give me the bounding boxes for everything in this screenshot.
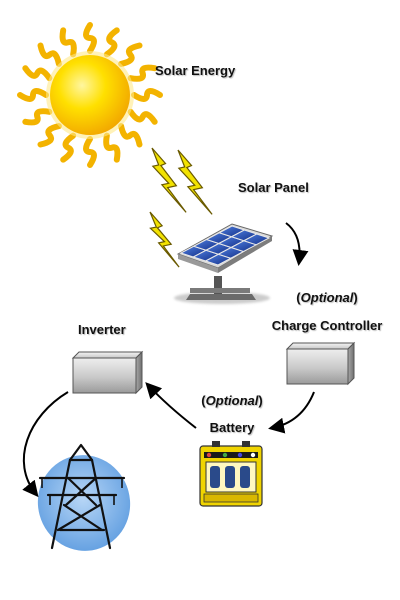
lightning-bolt-icon (149, 147, 213, 268)
arrow-battery-to-inverter (145, 382, 197, 429)
arrow-controller-to-battery (268, 391, 315, 434)
sun-core (50, 55, 130, 135)
solar-panel-icon (174, 223, 274, 304)
sun-ray (127, 108, 158, 125)
arrow-panel-to-controller (285, 222, 309, 266)
sun-ray (37, 42, 62, 67)
sun-ray (37, 123, 62, 148)
battery-icon (199, 441, 263, 507)
panel-cell (242, 233, 271, 246)
label-solar-energy: Solar Energy (155, 63, 236, 78)
label-optional-charge-controller: (Optional) (296, 290, 357, 305)
inverter-box (71, 350, 144, 395)
sun-ray (59, 27, 77, 58)
sun-ray (83, 22, 97, 54)
flow-arrows (22, 222, 315, 498)
arrow-inverter-to-grid (22, 391, 69, 498)
sun-ray (22, 65, 53, 82)
sun-ray (83, 136, 97, 168)
sun-ray (118, 42, 143, 67)
optional-text-b: Optional (206, 393, 259, 408)
sun-ray (22, 108, 53, 126)
sun-ray (127, 64, 158, 82)
label-charge-controller: Charge Controller (272, 318, 383, 333)
label-solar-panel: Solar Panel (238, 180, 309, 195)
label-inverter: Inverter (78, 322, 126, 337)
sun-ray (131, 88, 163, 102)
sun-ray (17, 88, 49, 102)
label-optional-battery: (Optional) (201, 393, 262, 408)
label-battery: Battery (210, 420, 256, 435)
sun-ray (118, 123, 143, 148)
sun-ray (103, 132, 121, 163)
sun-ray (103, 27, 120, 58)
charge-controller-box (285, 341, 356, 386)
sun-ray (60, 132, 77, 163)
power-tower-icon (37, 443, 131, 551)
sun-icon (17, 22, 163, 168)
optional-text-a: Optional (301, 290, 354, 305)
